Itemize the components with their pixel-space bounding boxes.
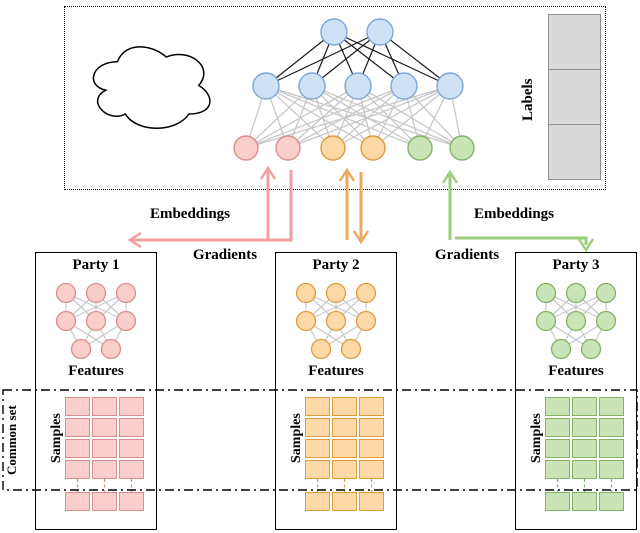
party1-common-links bbox=[76, 479, 132, 492]
party2-samples-label: Samples bbox=[288, 413, 304, 463]
sample-cell bbox=[598, 439, 624, 458]
sample-cell bbox=[544, 439, 570, 458]
sample-cell bbox=[91, 418, 117, 437]
party2-common-links bbox=[316, 479, 372, 492]
sample-cell bbox=[571, 460, 597, 479]
sample-cell bbox=[598, 418, 624, 437]
sample-cell bbox=[64, 460, 90, 479]
party2-box: Party 2 Features Samples bbox=[275, 252, 397, 530]
party1-samples-label: Samples bbox=[48, 413, 64, 463]
party2-network bbox=[295, 282, 377, 360]
labels-caption: Labels bbox=[520, 78, 536, 122]
sample-cell bbox=[64, 397, 90, 416]
sample-cell bbox=[544, 418, 570, 437]
party3-samples-area: Samples bbox=[516, 397, 636, 511]
sample-cell bbox=[571, 439, 597, 458]
party2-samples-area: Samples bbox=[276, 397, 396, 511]
party2-title: Party 2 bbox=[312, 257, 360, 273]
sample-cell bbox=[64, 492, 90, 511]
common-set-caption: Common set bbox=[4, 405, 19, 475]
sample-cell bbox=[598, 492, 624, 511]
labels-panel bbox=[548, 14, 601, 180]
gradients-label-right: Gradients bbox=[434, 247, 500, 263]
sample-cell bbox=[331, 492, 357, 511]
server-caption: Server bbox=[121, 77, 165, 93]
sample-cell bbox=[118, 492, 144, 511]
sample-cell bbox=[118, 439, 144, 458]
sample-cell bbox=[91, 397, 117, 416]
sample-cell bbox=[331, 418, 357, 437]
party1-sample-matrix bbox=[64, 397, 144, 479]
party2-features-label: Features bbox=[308, 363, 364, 379]
sample-cell bbox=[304, 397, 330, 416]
sample-cell bbox=[64, 418, 90, 437]
sample-cell bbox=[571, 492, 597, 511]
sample-cell bbox=[358, 492, 384, 511]
gradients-label-left: Gradients bbox=[192, 247, 258, 263]
sample-cell bbox=[331, 460, 357, 479]
party1-network bbox=[55, 282, 137, 360]
party3-features-label: Features bbox=[548, 363, 604, 379]
sample-cell bbox=[598, 397, 624, 416]
sample-cell bbox=[118, 460, 144, 479]
party3-sample-matrix bbox=[544, 397, 624, 479]
labels-cell bbox=[549, 70, 600, 125]
party1-common-row bbox=[64, 492, 144, 511]
sample-cell bbox=[304, 439, 330, 458]
sample-cell bbox=[358, 439, 384, 458]
sample-cell bbox=[571, 397, 597, 416]
party1-samples-area: Samples bbox=[36, 397, 156, 511]
sample-cell bbox=[544, 492, 570, 511]
sample-cell bbox=[358, 397, 384, 416]
party3-box: Party 3 Features Samples bbox=[515, 252, 637, 530]
sample-cell bbox=[118, 418, 144, 437]
sample-cell bbox=[358, 418, 384, 437]
party3-common-row bbox=[544, 492, 624, 511]
sample-cell bbox=[544, 397, 570, 416]
party1-features-label: Features bbox=[68, 363, 124, 379]
sample-cell bbox=[304, 418, 330, 437]
labels-cell bbox=[549, 15, 600, 70]
labels-cell bbox=[549, 125, 600, 179]
party3-title: Party 3 bbox=[552, 257, 600, 273]
sample-cell bbox=[331, 397, 357, 416]
party2-common-row bbox=[304, 492, 384, 511]
sample-cell bbox=[91, 460, 117, 479]
sample-cell bbox=[304, 460, 330, 479]
party2-sample-matrix bbox=[304, 397, 384, 479]
server-dotted-box bbox=[64, 6, 606, 190]
sample-cell bbox=[331, 439, 357, 458]
sample-cell bbox=[64, 439, 90, 458]
embeddings-label-left: Embeddings bbox=[149, 206, 231, 222]
party3-samples-label: Samples bbox=[528, 413, 544, 463]
sample-cell bbox=[598, 460, 624, 479]
sample-cell bbox=[571, 418, 597, 437]
sample-cell bbox=[91, 439, 117, 458]
sample-cell bbox=[118, 397, 144, 416]
embeddings-label-right: Embeddings bbox=[473, 206, 555, 222]
sample-cell bbox=[358, 460, 384, 479]
party3-common-links bbox=[556, 479, 612, 492]
party1-box: Party 1 Features Samples bbox=[35, 252, 157, 530]
party1-title: Party 1 bbox=[72, 257, 120, 273]
sample-cell bbox=[544, 460, 570, 479]
sample-cell bbox=[91, 492, 117, 511]
party3-network bbox=[535, 282, 617, 360]
sample-cell bbox=[304, 492, 330, 511]
